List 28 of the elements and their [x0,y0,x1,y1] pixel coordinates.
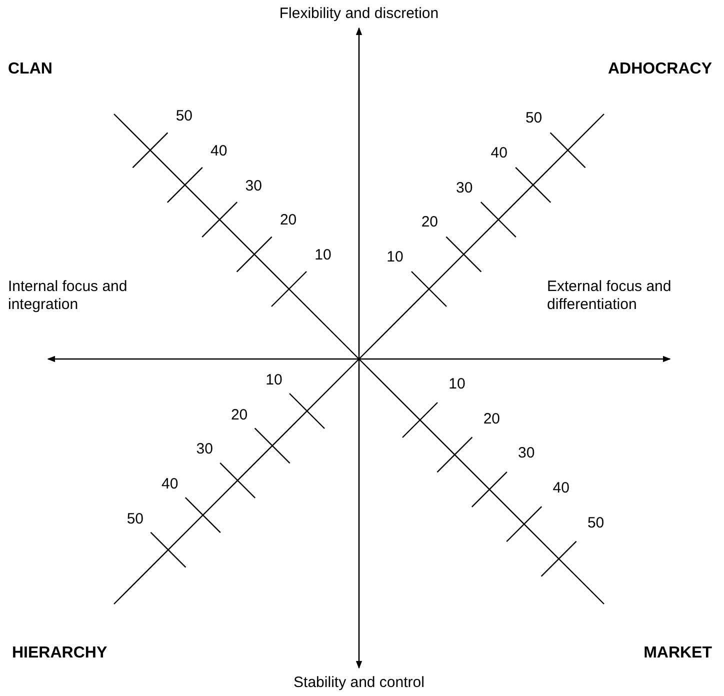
scale-value: 10 [386,250,404,264]
scale-value: 20 [421,214,438,230]
quadrant-title: MARKET [644,643,712,663]
scale-value: 30 [518,446,535,461]
scale-value: 20 [280,212,297,228]
scale-value: 40 [552,480,570,496]
scale-value: 40 [162,476,178,492]
quadrant-title: ADHOCRACY [608,59,712,79]
scale-value: 50 [176,108,193,124]
scale-value: 20 [230,407,248,422]
scale-value: 10 [448,376,466,392]
scale-value: 50 [587,515,604,530]
scale-value: 50 [525,110,542,126]
quadrant-title: HIERARCHY [12,643,108,663]
quadrant-title: CLAN [8,59,52,79]
scale-value: 10 [314,248,332,262]
scale-value: 10 [266,372,282,388]
scale-value: 30 [456,180,473,196]
axis-label: External focus and differentiation [547,278,672,314]
scale-value: 40 [490,145,508,160]
scale-value: 30 [196,442,213,457]
axis-label: Stability and control [294,674,424,692]
axis-label: Internal focus and integration [8,278,128,314]
scale-value: 20 [483,411,500,426]
axis-label: Flexibility and discretion [279,5,439,23]
scale-value: 30 [245,178,262,194]
scale-value: 40 [210,143,228,158]
scale-value: 50 [126,511,144,526]
